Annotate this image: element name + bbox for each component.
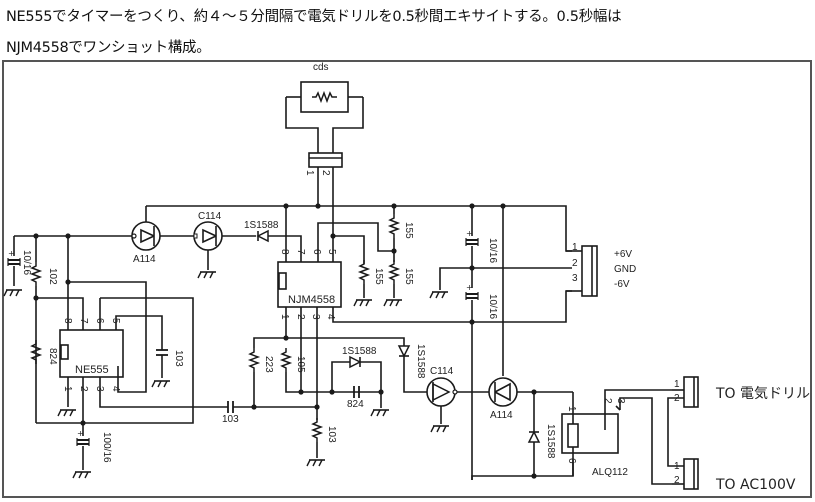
power-label-gnd: GND	[614, 264, 636, 275]
transistor-c114-top	[193, 221, 223, 279]
connector-ac100v: 1 2	[672, 458, 699, 490]
cds-pin-1: 1	[304, 170, 315, 176]
power-pin-2: 2	[572, 258, 578, 269]
resistor-824-label: 824	[47, 348, 58, 365]
resistor-155-b	[389, 213, 399, 239]
cap-824-label: 824	[347, 399, 364, 410]
relay-alq112: 1 6 2 3	[561, 389, 672, 485]
caption-line-1: NE555でタイマーをつくり、約４～５分間隔で電気ドリルを0.5秒間エキサイトす…	[6, 9, 622, 25]
resistor-105	[281, 347, 291, 373]
relay-pin-1: 1	[566, 406, 577, 412]
cds-connector	[308, 152, 343, 168]
cap-1016-top-label: 10/16	[487, 238, 498, 263]
drill-pin-1: 1	[674, 379, 680, 390]
ne555-pin-7: 7	[78, 318, 89, 324]
power-label-minus6v: -6V	[614, 279, 630, 290]
relay-label: ALQ112	[592, 467, 628, 478]
resistor-155-c	[389, 259, 399, 285]
resistor-155-b-label: 155	[403, 222, 414, 239]
njm4558-label: NJM4558	[288, 294, 335, 306]
relay-pin-2: 2	[602, 398, 613, 404]
cap-10016-label: 100/16	[101, 432, 112, 463]
ne555-pin-8: 8	[62, 318, 73, 324]
ac-pin-2: 2	[674, 475, 680, 486]
cap-1016-left-label: 10/16	[21, 250, 32, 275]
transistor-a114-lower	[488, 377, 518, 407]
drill-connector-label: TO 電気ドリル	[715, 386, 810, 402]
ac-connector-label: TO AC100V	[715, 477, 796, 493]
cds-pin-2: 2	[320, 170, 331, 176]
njm4558-pin-6: 6	[311, 249, 322, 255]
njm4558-pin-1: 1	[279, 314, 290, 320]
resistor-223	[249, 347, 259, 373]
diode-top-label: 1S1588	[244, 220, 279, 231]
power-pin-1: 1	[572, 242, 578, 253]
caption-line-2: NJM4558でワンショット構成。	[6, 40, 211, 56]
njm4558-pin-7: 7	[295, 249, 306, 255]
resistor-155-a-label: 155	[373, 268, 384, 285]
njm4558-pin-5: 5	[326, 249, 337, 255]
transistor-c114-lower-label: C114	[430, 366, 454, 377]
transistor-a114-label: A114	[133, 254, 156, 265]
diode-1s1588-flyback	[527, 430, 541, 443]
resistor-102	[31, 261, 41, 287]
relay-pin-6: 6	[566, 458, 577, 464]
resistor-155-a	[359, 259, 369, 285]
ne555-pin-6: 6	[94, 318, 105, 324]
resistor-103-label: 103	[326, 426, 337, 443]
diode-1s1588-top	[256, 229, 269, 243]
cap-103-ne555-label: 103	[173, 350, 184, 367]
transistor-c114-lower	[426, 377, 458, 433]
connector-drill: 1 2	[667, 376, 699, 467]
ne555-chip	[59, 329, 124, 378]
transistor-a114-top	[131, 206, 161, 251]
diode-mid-label: 1S1588	[342, 346, 377, 357]
ac-pin-1: 1	[674, 461, 680, 472]
njm4558-pin-3: 3	[310, 314, 321, 320]
diode-flyback-label: 1S1588	[545, 424, 556, 459]
cap-103-coupling-label: 103	[222, 414, 239, 425]
transistor-c114-top-label: C114	[198, 211, 222, 222]
transistor-a114-lower-label: A114	[490, 410, 513, 421]
njm4558-chip	[277, 261, 342, 308]
power-label-plus6v: +6V	[614, 249, 632, 260]
resistor-155-c-label: 155	[403, 268, 414, 285]
relay-pin-3: 3	[615, 398, 626, 404]
power-connector: 1 2 3 +6V GND -6V	[566, 242, 636, 297]
cds-sensor: cds 1 2	[285, 62, 364, 236]
diode-1s1588-right	[397, 345, 411, 358]
cap-1016-bot-label: 10/16	[487, 294, 498, 319]
njm4558-pin-4: 4	[325, 314, 336, 320]
diagram-frame	[2, 60, 812, 498]
resistor-103	[312, 417, 322, 443]
cds-label: cds	[313, 62, 329, 73]
ne555-pin-5: 5	[110, 318, 121, 324]
resistor-102-label: 102	[47, 268, 58, 285]
njm4558-pin-8: 8	[279, 249, 290, 255]
drill-pin-2: 2	[674, 393, 680, 404]
photoresistor-icon	[312, 90, 337, 104]
ne555-label: NE555	[75, 364, 109, 376]
ne555-pin-4: 4	[110, 386, 121, 392]
diode-1s1588-mid	[349, 355, 362, 369]
power-pin-3: 3	[572, 273, 578, 284]
diode-right-label: 1S1588	[415, 344, 426, 379]
resistor-223-label: 223	[263, 356, 274, 373]
